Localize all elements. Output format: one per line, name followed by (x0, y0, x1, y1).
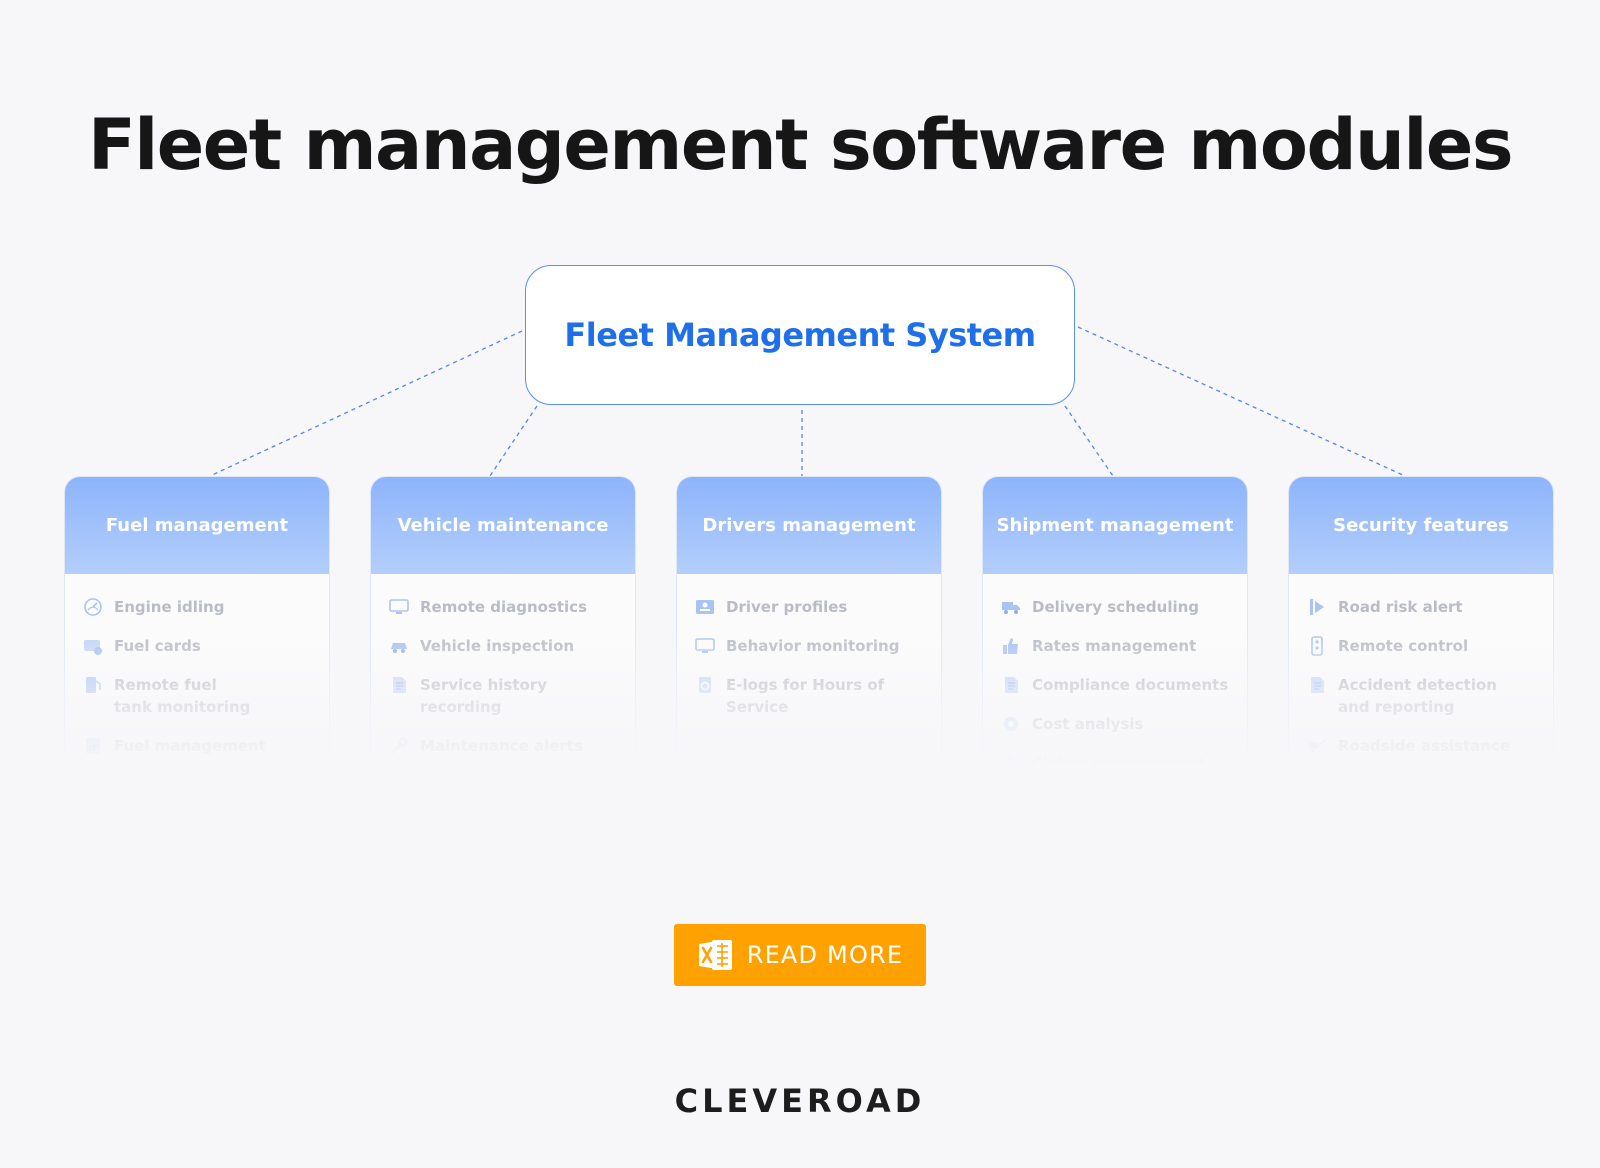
module-header: Vehicle maintenance (371, 477, 635, 574)
list-item: Remote diagnostics (389, 596, 635, 618)
list-item-label: Fuel management reports (114, 737, 266, 765)
list-item: Delivery scheduling (1001, 596, 1247, 618)
coin-icon (1001, 714, 1021, 734)
list-item-label: Maintenance alerts (420, 737, 583, 755)
module-header: Fuel management (65, 477, 329, 574)
module-header: Drivers management (677, 477, 941, 574)
list-item: E-logs for Hours of Service (695, 674, 941, 718)
list-item-label: Remote control (1338, 637, 1469, 655)
list-item: Road risk alert (1307, 596, 1553, 618)
document-icon (1307, 675, 1327, 695)
list-item-label: Service history recording (420, 676, 547, 716)
list-item: Claims management (1001, 752, 1247, 766)
read-more-label: READ MORE (746, 941, 904, 969)
list-item: Maintenance alerts (389, 735, 635, 757)
spreadsheet-icon (698, 940, 732, 970)
thumbs-up-icon (1001, 636, 1021, 656)
list-item-label: Vehicle inspection (420, 637, 575, 655)
list-item-label: Cost analysis (1032, 715, 1144, 733)
list-item: Rates management (1001, 635, 1247, 657)
list-item: Service history recording (389, 674, 635, 718)
list-item-label: Fuel cards (114, 637, 201, 655)
list-item-label: Remote fuel tank monitoring (114, 676, 251, 716)
list-item-label: Delivery scheduling (1032, 598, 1200, 616)
center-node: Fleet Management System (525, 265, 1075, 405)
id-card-icon (695, 597, 715, 617)
list-item: Vehicle inspection (389, 635, 635, 657)
report-icon (83, 736, 103, 756)
list-item-label: Behavior monitoring (726, 637, 900, 655)
list-item-label: Roadside assistance (1338, 737, 1511, 755)
person-icon (1001, 753, 1021, 765)
list-item: Behavior monitoring (695, 635, 941, 657)
clock-doc-icon (695, 675, 715, 695)
list-item: Remote fuel tank monitoring (83, 674, 329, 718)
truck-icon (1001, 597, 1021, 617)
read-more-button[interactable]: READ MORE (674, 924, 926, 986)
brand-logo: CLEVEROAD (674, 1082, 926, 1120)
car-icon (389, 636, 409, 656)
road-sign-icon (1307, 597, 1327, 617)
list-item-label: Engine idling (114, 598, 225, 616)
monitor-icon (695, 636, 715, 656)
connector-security-features (1077, 326, 1406, 477)
fuel-pump-icon (83, 675, 103, 695)
module-header: Security features (1289, 477, 1553, 574)
list-item: Compliance documents (1001, 674, 1247, 696)
list-item: Roadside assistance (1307, 735, 1553, 757)
list-item: Driver profiles (695, 596, 941, 618)
list-item-label: E-logs for Hours of Service (726, 676, 885, 716)
list-item: Fuel management reports (83, 735, 329, 765)
wrench-icon (389, 736, 409, 756)
list-item: Fuel cards (83, 635, 329, 657)
card-icon (83, 636, 103, 656)
list-item-label: Driver profiles (726, 598, 848, 616)
list-item: Cost analysis (1001, 713, 1247, 735)
page-title: Fleet management software modules (87, 104, 1514, 186)
list-item: Accident detection and reporting (1307, 674, 1553, 718)
document-icon (389, 675, 409, 695)
module-header: Shipment management (983, 477, 1247, 574)
monitor-icon (389, 597, 409, 617)
connector-shipment-management (1064, 405, 1114, 477)
connector-vehicle-maintenance (489, 405, 538, 477)
list-item-label: Compliance documents (1032, 676, 1229, 694)
list-item-label: Accident detection and reporting (1338, 676, 1497, 716)
list-item-label: Rates management (1032, 637, 1197, 655)
speedometer-icon (83, 597, 103, 617)
list-item-label: Road risk alert (1338, 598, 1463, 616)
connector-fuel-management (209, 330, 523, 477)
tow-truck-icon (1307, 736, 1327, 756)
center-node-label: Fleet Management System (564, 316, 1036, 354)
remote-icon (1307, 636, 1327, 656)
list-item: Remote control (1307, 635, 1553, 657)
list-item-label: Remote diagnostics (420, 598, 588, 616)
list-item-label: Claims management (1032, 754, 1205, 766)
list-item: Engine idling (83, 596, 329, 618)
document-icon (1001, 675, 1021, 695)
